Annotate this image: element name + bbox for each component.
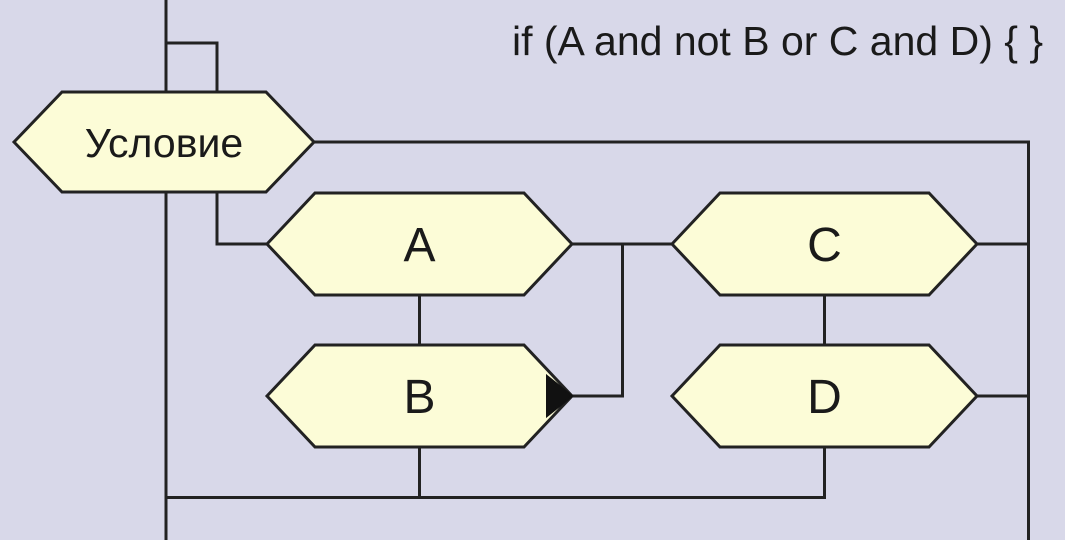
- bottom-merge-line: [166, 444, 826, 499]
- b-exit-merge-line: [570, 244, 624, 398]
- node-c-label: C: [807, 219, 842, 272]
- node-a[interactable]: A: [264, 191, 575, 297]
- code-annotation-text: if (A and not B or C and D) { }: [512, 18, 1043, 64]
- node-d[interactable]: D: [669, 343, 980, 449]
- question-hexagon-d[interactable]: [669, 343, 980, 449]
- node-c[interactable]: C: [669, 191, 980, 297]
- node-uslovie-label: Условие: [85, 120, 243, 166]
- question-hexagon-uslovie[interactable]: [11, 90, 317, 194]
- question-hexagon-c[interactable]: [669, 191, 980, 297]
- node-b[interactable]: B: [264, 343, 575, 449]
- node-d-label: D: [807, 371, 842, 424]
- node-uslovie[interactable]: Условие: [11, 90, 317, 194]
- right-trunk-line: [314, 140, 1030, 540]
- question-hexagon-a[interactable]: [264, 191, 575, 297]
- connectors: [164, 0, 1030, 540]
- node-b-label: B: [403, 371, 435, 424]
- node-a-label: A: [403, 219, 435, 272]
- negation-triangle-icon: [546, 373, 574, 419]
